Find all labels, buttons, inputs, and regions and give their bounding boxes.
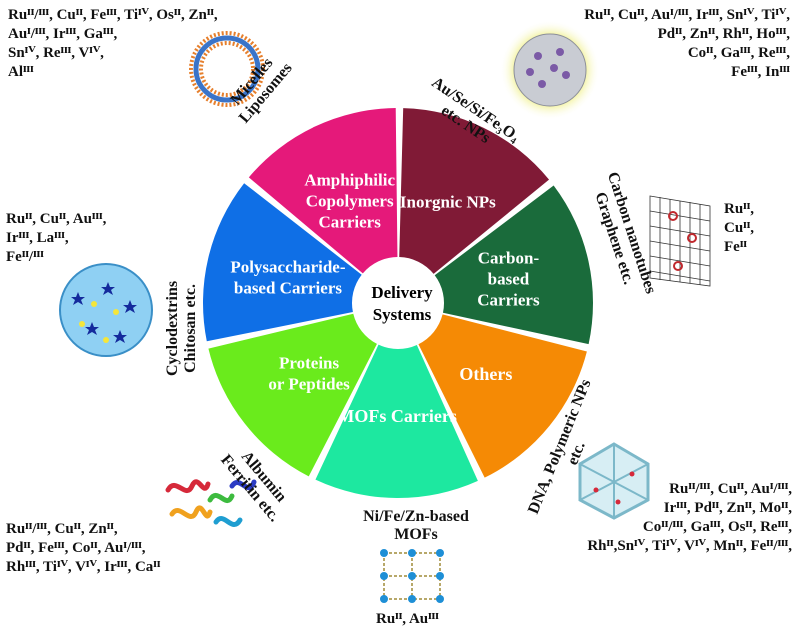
sector-label-proteins: or Peptides <box>268 374 350 393</box>
mof-illustration <box>380 549 444 603</box>
sector-others <box>418 314 587 478</box>
sector-label-carbon: based <box>488 270 530 289</box>
metals-inorganic: Ruᴵᴵ, Cuᴵᴵ, Auᴵ/ᴵᴵᴵ, Irᴵᴵᴵ, Snᴵⱽ, Tiᴵⱽ, … <box>584 7 790 80</box>
sector-label-carbon: Carbon- <box>478 249 540 268</box>
sector-label-polysaccharide: Polysaccharide- <box>230 258 346 277</box>
liposome-illustration <box>189 31 265 107</box>
sector-mofs <box>315 344 478 499</box>
sector-label-amphiphilic: Amphiphilic <box>304 171 395 190</box>
nanoparticle-illustration <box>500 20 600 120</box>
center-hub <box>353 258 443 348</box>
metals-carbon: Ruᴵᴵ, Cuᴵᴵ, Feᴵᴵ <box>724 201 755 255</box>
carbon-nanotube-illustration <box>649 195 711 287</box>
metals-proteins: Ruᴵᴵ/ᴵᴵᴵ, Cuᴵᴵ, Znᴵᴵ, Pdᴵᴵ, Feᴵᴵᴵ, Coᴵᴵ,… <box>6 521 161 575</box>
sector-polysaccharide <box>202 183 362 342</box>
metals-polysaccharide: Ruᴵᴵ, Cuᴵᴵ, Auᴵᴵᴵ, Irᴵᴵᴵ, Laᴵᴵᴵ, Feᴵᴵ/ᴵᴵ… <box>6 211 107 265</box>
sector-amphiphilic <box>248 108 398 274</box>
sector-proteins <box>208 313 377 477</box>
metals-amphiphilic: Ruᴵᴵ/ᴵᴵᴵ, Cuᴵᴵ, Feᴵᴵᴵ, Tiᴵⱽ, Osᴵᴵ, Znᴵᴵ,… <box>8 7 218 80</box>
protein-illustration <box>165 479 257 527</box>
label-mofs: Ni/Fe/Zn-based MOFs <box>363 508 469 543</box>
label-cyclodextrins-chitosan: Cyclodextrins Chitosan etc. <box>164 280 199 376</box>
sector-label-polysaccharide: based Carriers <box>234 279 343 298</box>
dna-cage-illustration <box>578 442 650 520</box>
sector-label-mofs: MOFs Carriers <box>337 406 456 426</box>
sector-label-carbon: Carriers <box>477 291 540 310</box>
sector-label-proteins: Proteins <box>279 353 340 372</box>
metals-others: Ruᴵᴵ/ᴵᴵᴵ, Cuᴵᴵ, Auᴵ/ᴵᴵᴵ, Irᴵᴵᴵ, Pdᴵᴵ, Zn… <box>587 481 792 554</box>
metals-mofs: Ruᴵᴵ, Auᴵᴵᴵ <box>376 611 439 627</box>
sector-label-others: Others <box>459 364 512 384</box>
sector-label-amphiphilic: Copolymers <box>306 192 394 211</box>
sector-label-inorganic: Inorgnic NPs <box>400 192 496 211</box>
center-title-line2: Systems <box>373 305 432 324</box>
sector-inorganic <box>399 108 550 274</box>
cyclodextrin-illustration <box>59 263 153 357</box>
center-title-line1: Delivery <box>371 283 433 302</box>
sector-carbon <box>434 185 593 345</box>
sector-label-amphiphilic: Carriers <box>319 213 382 232</box>
